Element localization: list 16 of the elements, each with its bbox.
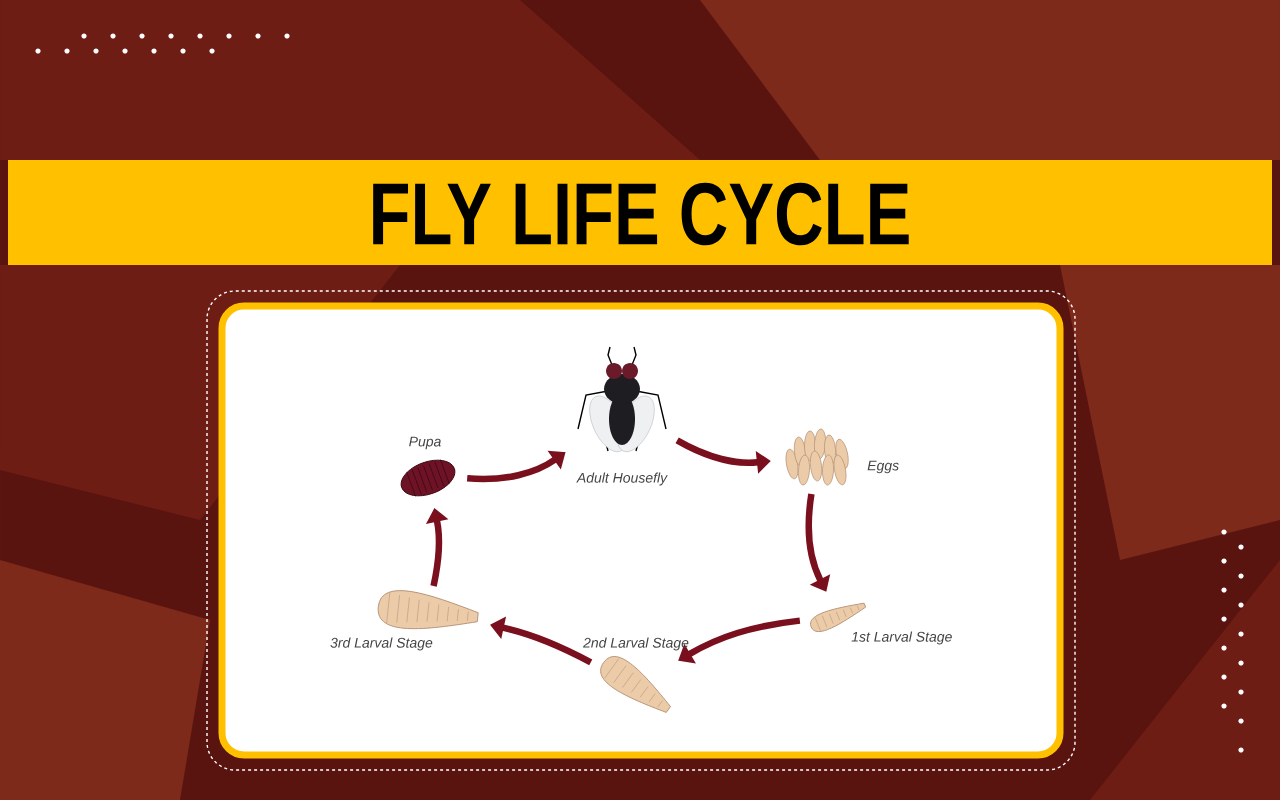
larva-drawing [377, 590, 479, 630]
eggs-drawing [785, 428, 849, 486]
arrow [678, 617, 801, 664]
stage-caption: 3rd Larval Stage [330, 637, 433, 651]
stage-caption: Eggs [867, 460, 899, 474]
arrow [805, 493, 831, 592]
stage-caption: 2nd Larval Stage [583, 637, 689, 651]
title: FLY LIFE CYCLE [373, 182, 909, 246]
stage-caption: Adult Housefly [576, 472, 668, 486]
larva-drawing [810, 602, 867, 633]
pupa-drawing [400, 459, 456, 497]
stage-caption: 1st Larval Stage [851, 631, 952, 645]
larva-drawing [600, 656, 671, 713]
fly-drawing [577, 346, 667, 452]
stage-caption: Pupa [409, 436, 441, 450]
arrow [467, 450, 566, 483]
